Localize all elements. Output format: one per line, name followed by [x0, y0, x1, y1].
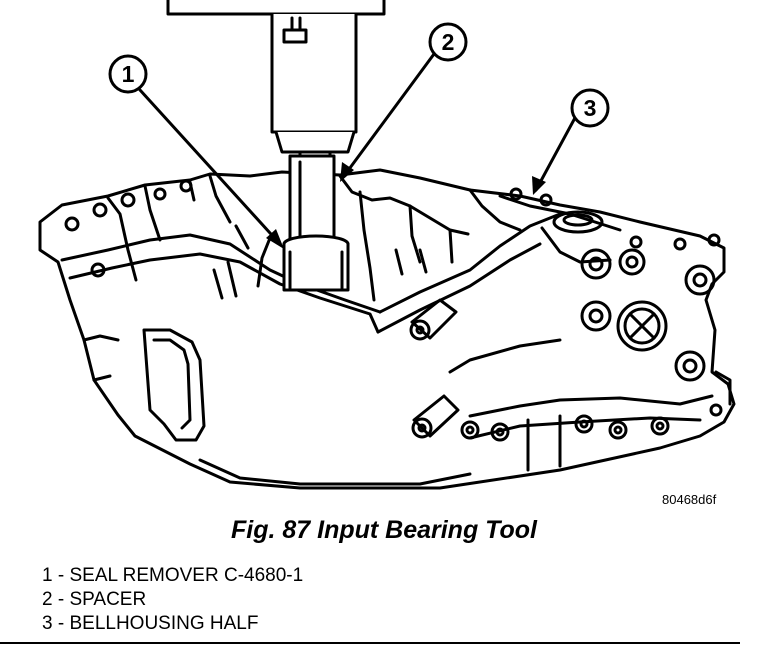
seal-remover	[282, 234, 350, 292]
callout-2: 2	[428, 22, 468, 62]
legend-label: SEAL REMOVER C-4680-1	[69, 565, 304, 586]
figure-reference-code: 80468d6f	[662, 492, 717, 507]
legend-number: 2	[42, 589, 53, 610]
legend-list: 1 - SEAL REMOVER C-4680-1 2 - SPACER 3 -…	[42, 564, 303, 636]
callout-3: 3	[570, 88, 610, 128]
legend-separator: -	[52, 565, 70, 586]
callout-1-arrowhead	[266, 229, 284, 249]
bottom-rule	[0, 642, 740, 644]
legend-item: 1 - SEAL REMOVER C-4680-1	[42, 564, 303, 588]
legend-number: 1	[42, 565, 53, 586]
callout-3-number: 3	[584, 95, 597, 121]
callout-1: 1	[108, 54, 148, 94]
legend-label: BELLHOUSING HALF	[69, 613, 259, 634]
figure-caption: Fig. 87 Input Bearing Tool	[230, 516, 538, 544]
callout-leaders	[138, 52, 578, 246]
callout-1-number: 1	[122, 61, 135, 87]
legend-label: SPACER	[69, 589, 147, 610]
bellhousing-half	[38, 168, 736, 490]
legend-number: 3	[42, 613, 53, 634]
legend-separator: -	[52, 589, 70, 610]
callout-2-number: 2	[442, 29, 455, 55]
seal-remover-tool	[166, 0, 386, 162]
legend-item: 2 - SPACER	[42, 588, 303, 612]
legend-separator: -	[52, 613, 70, 634]
callout-2-arrowhead	[340, 162, 354, 182]
legend-item: 3 - BELLHOUSING HALF	[42, 612, 303, 636]
input-bearing-tool-illustration: 1 2 3	[38, 0, 736, 490]
callout-3-arrowhead	[532, 176, 546, 195]
spacer	[288, 154, 336, 242]
